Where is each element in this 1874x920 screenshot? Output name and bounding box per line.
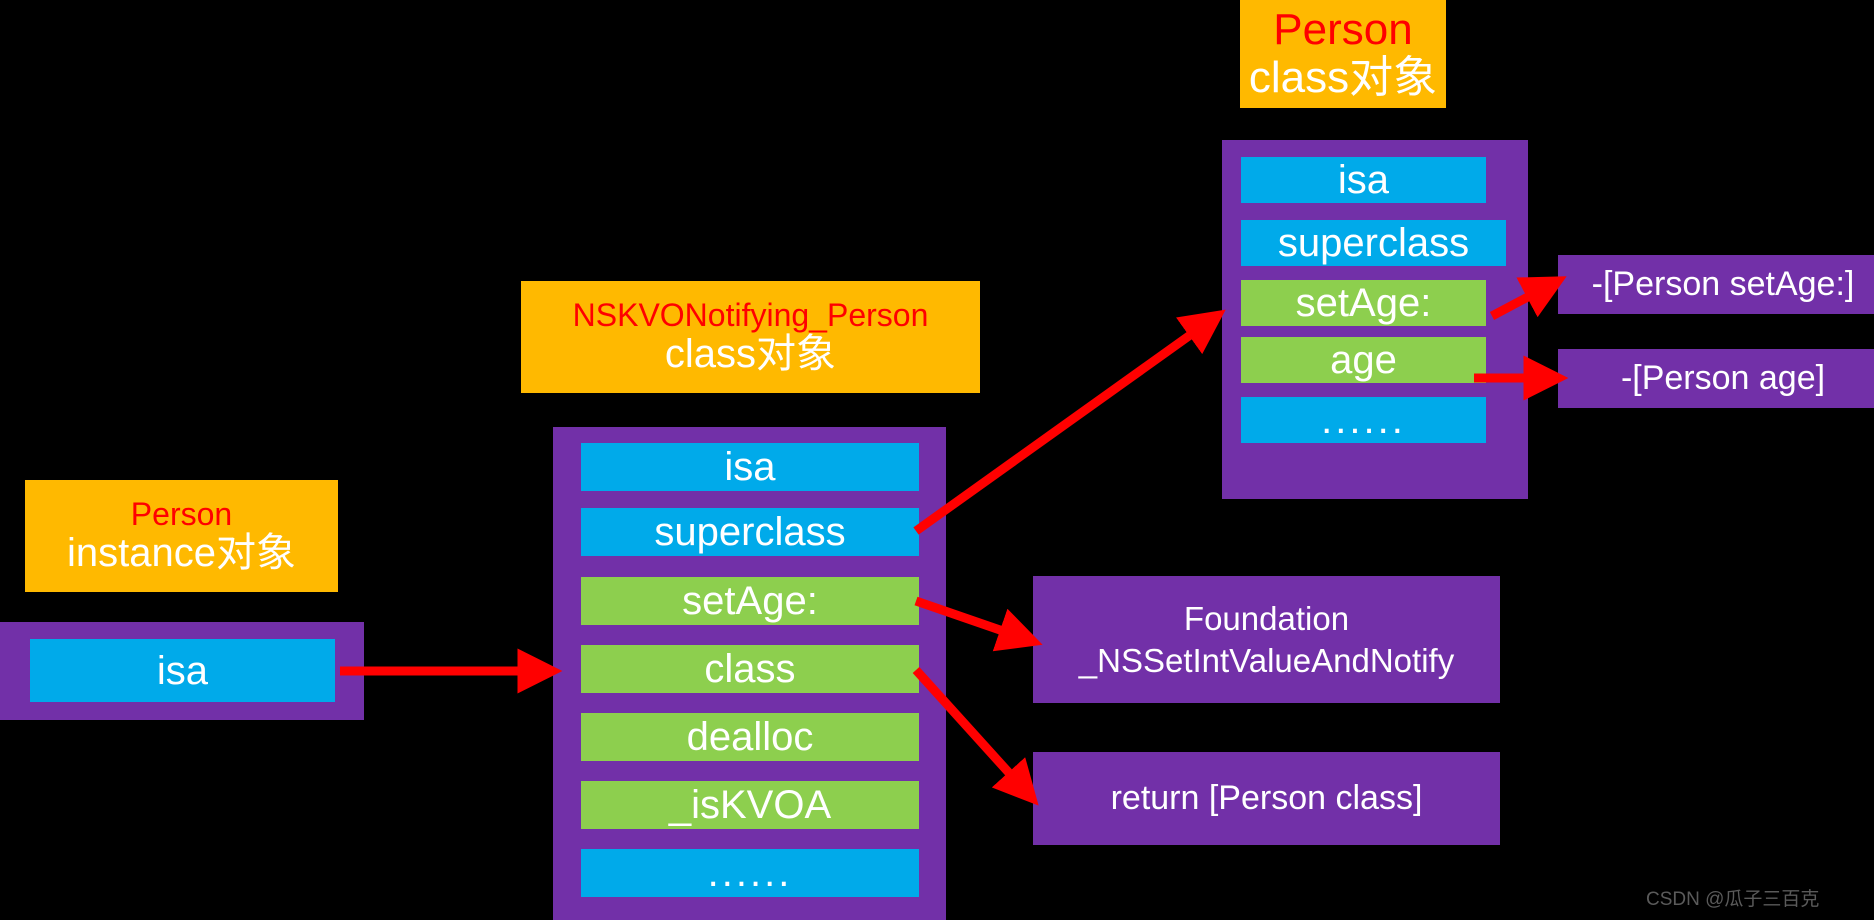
person-class-title-line1: Person [1273, 5, 1413, 55]
person-class-title-line2: class对象 [1248, 53, 1438, 102]
nskvo-class-row-iskvoa: _isKVOA [581, 781, 919, 829]
person-class-row-superclass: superclass [1241, 220, 1506, 266]
note-person-setage-impl: -[Person setAge:] [1558, 255, 1874, 314]
person-class-row-setage: setAge: [1241, 280, 1486, 326]
nskvo-class-row-dealloc: dealloc [581, 713, 919, 761]
person-class-row-isa: isa [1241, 157, 1486, 203]
note-return-person-class: return [Person class] [1033, 752, 1500, 845]
nskvo-class-row-ellipsis: ...... [581, 849, 919, 897]
nskvo-class-row-superclass: superclass [581, 508, 919, 556]
person-instance-title-card: Person instance对象 [25, 480, 338, 592]
note-foundation-line2: _NSSetIntValueAndNotify [1078, 641, 1455, 679]
nskvo-class-title-line1: NSKVONotifying_Person [572, 297, 929, 334]
person-class-row-age: age [1241, 337, 1486, 383]
person-instance-object-box: isa [0, 622, 364, 720]
person-instance-title-line2: instance对象 [67, 530, 296, 575]
person-class-object-box: isa superclass setAge: age ...... [1222, 140, 1528, 499]
nskvo-class-title-line2: class对象 [664, 331, 837, 376]
csdn-watermark: CSDN @瓜子三百克 [1646, 889, 1820, 910]
nskvo-class-title-card: NSKVONotifying_Person class对象 [521, 281, 980, 393]
nskvo-class-row-setage: setAge: [581, 577, 919, 625]
note-foundation-nssetintvalueandnotify: Foundation _NSSetIntValueAndNotify [1033, 576, 1500, 703]
person-instance-title-line1: Person [130, 496, 233, 533]
note-foundation-line1: Foundation [1183, 600, 1350, 638]
note-person-age-impl: -[Person age] [1558, 349, 1874, 408]
person-class-row-ellipsis: ...... [1241, 397, 1486, 443]
nskvo-class-row-isa: isa [581, 443, 919, 491]
nskvo-class-object-box: isa superclass setAge: class dealloc _is… [553, 427, 946, 920]
person-class-title-card: Person class对象 [1240, 0, 1446, 108]
person-instance-row-isa: isa [30, 639, 335, 702]
nskvo-class-row-class: class [581, 645, 919, 693]
